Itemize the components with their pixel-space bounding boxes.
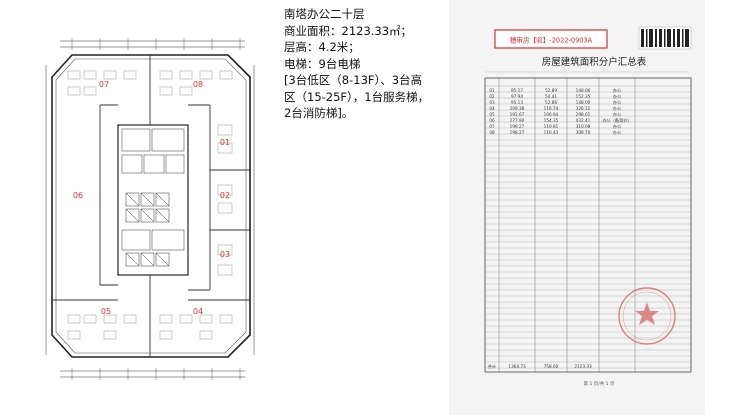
barcode-icon: [638, 26, 692, 50]
document-page: [449, 0, 705, 415]
svg-text:106.94: 106.94: [544, 112, 559, 117]
svg-text:01: 01: [489, 88, 495, 93]
table-total-row: 合计 1364.73 758.60 2123.33: [488, 363, 592, 370]
svg-text:05: 05: [489, 112, 495, 117]
svg-text:116.74: 116.74: [544, 106, 559, 111]
table-rows: 01 95.17 52.89 148.06 办公 02 97.94 54.41 …: [488, 87, 632, 370]
desc-line-area: 商业面积：2123.33㎡；: [284, 23, 413, 38]
unit-label-05: 05: [101, 307, 111, 316]
table-row: 03 95.13 52.86 148.00 办公: [489, 99, 622, 106]
svg-text:2123.33: 2123.33: [574, 364, 592, 369]
page-number: 第 1 页/共 1 页: [584, 380, 615, 387]
svg-text:办公: 办公: [613, 105, 622, 112]
svg-text:03: 03: [489, 100, 495, 105]
svg-text:298.61: 298.61: [576, 112, 591, 117]
desc-line-floor: 南塔办公二十层: [284, 7, 365, 21]
floor-description: 南塔办公二十层 商业面积：2123.33㎡； 层高：4.2米； 电梯：9台电梯 …: [284, 6, 454, 122]
table-row: 05 191.67 106.94 298.61 办公: [489, 111, 622, 118]
svg-text:54.41: 54.41: [545, 94, 557, 99]
table-row: 02 97.94 54.41 152.35 办公: [489, 93, 622, 100]
svg-text:154.35: 154.35: [544, 118, 559, 123]
desc-line-elevator-detail-2: 区（15-25F），1台服务梯，: [284, 89, 430, 104]
svg-text:办公: 办公: [613, 99, 622, 106]
svg-text:95.17: 95.17: [511, 88, 523, 93]
svg-text:152.35: 152.35: [576, 94, 591, 99]
svg-text:52.86: 52.86: [545, 100, 557, 105]
desc-line-elevator-detail-3: 2台消防梯]。: [284, 106, 354, 120]
svg-text:209.38: 209.38: [510, 106, 525, 111]
unit-label-02: 02: [220, 191, 230, 200]
svg-text:199.27: 199.27: [510, 124, 525, 129]
desc-line-height: 层高：4.2米；: [284, 40, 360, 54]
svg-text:97.94: 97.94: [511, 94, 523, 99]
unit-label-06: 06: [73, 191, 83, 200]
area-table: [484, 77, 692, 373]
official-seal: [618, 287, 676, 345]
svg-text:198.27: 198.27: [510, 130, 525, 135]
svg-text:191.67: 191.67: [510, 112, 525, 117]
svg-text:办公: 办公: [613, 87, 622, 94]
unit-label-01: 01: [220, 138, 230, 147]
unit-label-04: 04: [193, 307, 203, 316]
svg-text:1364.73: 1364.73: [508, 364, 526, 369]
svg-text:277.90: 277.90: [510, 118, 525, 123]
table-row: 07 199.27 110.81 310.08 办公: [489, 123, 622, 130]
desc-line-elevator-detail-1: [3台低区（8-13F）、3台高: [284, 73, 423, 87]
svg-text:07: 07: [489, 124, 495, 129]
svg-text:758.60: 758.60: [544, 364, 559, 369]
area-summary-document: 穗审房【验】-2022-0903A 房屋建筑面积分户汇总表 01 95.17 5…: [449, 0, 705, 415]
floor-plan: 07 08 01 06 02 03 05 04: [45, 38, 255, 380]
svg-text:办公（备案价）: 办公（备案价）: [602, 117, 631, 124]
core: [117, 124, 189, 276]
svg-text:04: 04: [489, 106, 495, 111]
svg-text:02: 02: [489, 94, 495, 99]
approval-stamp-text: 穗审房【验】-2022-0903A: [510, 36, 593, 45]
svg-text:148.06: 148.06: [576, 88, 591, 93]
table-row: 01 95.17 52.89 148.06 办公: [489, 87, 622, 94]
table-row: 04 209.38 116.74 326.12 办公: [489, 105, 622, 112]
dimension-lines: [45, 38, 255, 380]
unit-label-03: 03: [220, 250, 230, 259]
svg-text:95.13: 95.13: [511, 100, 523, 105]
svg-text:110.81: 110.81: [544, 124, 559, 129]
furniture: [67, 70, 233, 340]
table-row: 08 198.27 110.43 308.70 办公: [489, 129, 622, 136]
svg-text:办公: 办公: [613, 123, 622, 130]
approval-stamp-box: [494, 29, 608, 49]
svg-text:办公: 办公: [613, 129, 622, 136]
table-row-lines: [485, 85, 691, 369]
svg-text:办公: 办公: [613, 93, 622, 100]
building-outline: [51, 54, 251, 358]
svg-text:432.41: 432.41: [576, 118, 591, 123]
svg-text:148.00: 148.00: [576, 100, 591, 105]
partitions: [52, 55, 250, 357]
svg-text:310.08: 310.08: [576, 124, 591, 129]
svg-text:06: 06: [489, 118, 495, 123]
unit-label-08: 08: [193, 80, 203, 89]
svg-text:308.70: 308.70: [576, 130, 591, 135]
svg-text:08: 08: [489, 130, 495, 135]
svg-text:52.89: 52.89: [545, 88, 557, 93]
document-title: 房屋建筑面积分户汇总表: [542, 56, 647, 68]
svg-text:326.12: 326.12: [576, 106, 591, 111]
svg-text:110.43: 110.43: [544, 130, 559, 135]
table-row: 06 277.90 154.35 432.41 办公（备案价）: [489, 117, 631, 124]
desc-line-elevators: 电梯：9台电梯: [284, 56, 361, 71]
svg-text:合计: 合计: [488, 363, 496, 370]
svg-text:办公: 办公: [613, 111, 622, 118]
unit-label-07: 07: [99, 80, 109, 89]
